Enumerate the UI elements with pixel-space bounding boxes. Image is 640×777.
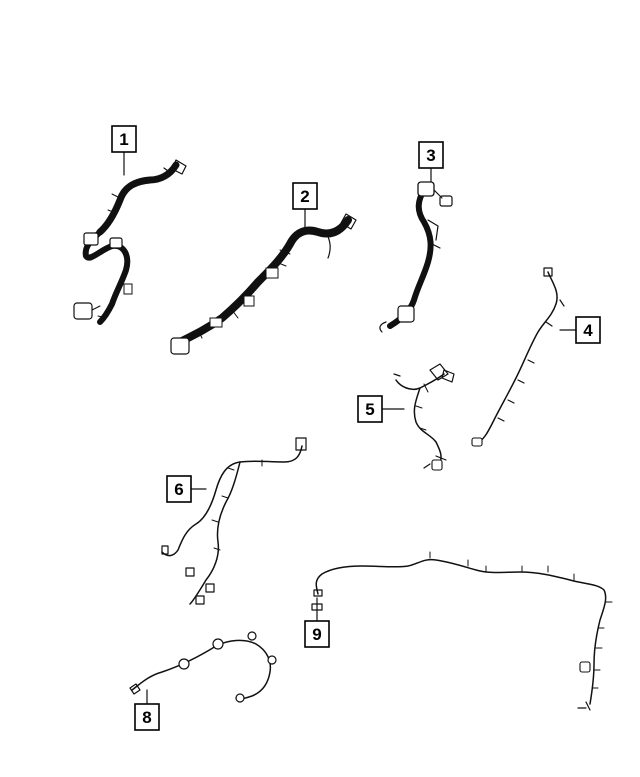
svg-text:8: 8 xyxy=(142,708,151,727)
harness-part-1 xyxy=(73,151,187,325)
callout-1: 1 xyxy=(111,125,137,153)
callout-6: 6 xyxy=(166,475,192,503)
harness-part-4 xyxy=(471,267,577,447)
callout-5: 5 xyxy=(357,395,383,423)
svg-text:5: 5 xyxy=(365,400,374,419)
callout-2: 2 xyxy=(292,182,318,210)
callout-9: 9 xyxy=(304,620,330,648)
harness-part-9 xyxy=(311,551,613,711)
callout-4: 4 xyxy=(575,316,601,344)
svg-text:9: 9 xyxy=(312,625,321,644)
svg-text:6: 6 xyxy=(174,480,183,499)
harness-part-3 xyxy=(379,167,453,333)
svg-text:4: 4 xyxy=(583,321,593,340)
svg-text:2: 2 xyxy=(300,187,309,206)
harness-part-6 xyxy=(161,437,307,605)
callout-8: 8 xyxy=(134,703,160,731)
harness-part-2 xyxy=(170,208,357,355)
svg-text:1: 1 xyxy=(119,130,128,149)
harness-part-5 xyxy=(381,363,455,471)
callout-3: 3 xyxy=(418,141,444,169)
harness-part-8 xyxy=(129,631,277,705)
svg-text:3: 3 xyxy=(426,146,435,165)
